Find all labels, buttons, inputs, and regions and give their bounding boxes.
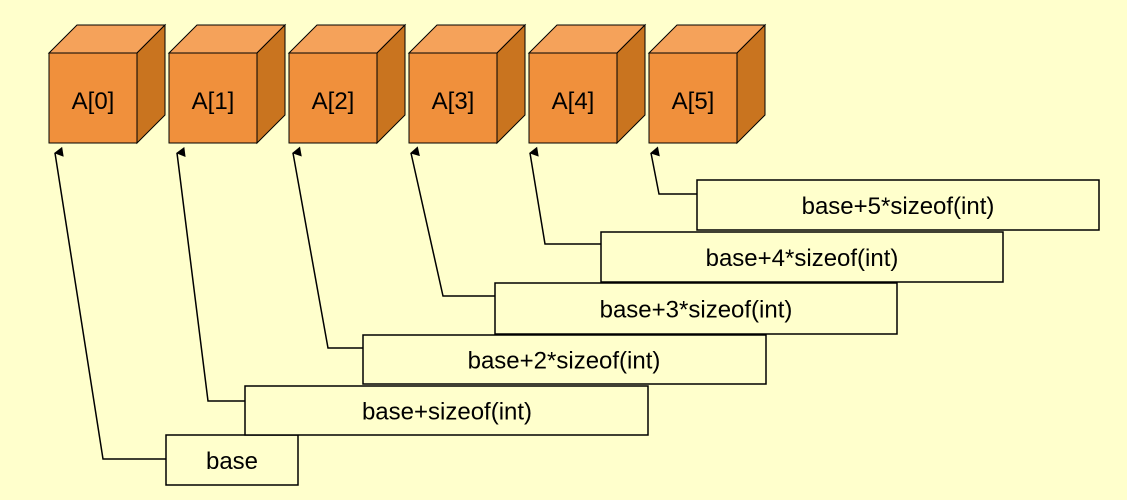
array-cell: A[4] bbox=[527, 23, 647, 145]
address-box-frame bbox=[165, 434, 299, 486]
array-element-label: A[5] bbox=[672, 88, 715, 115]
address-box-frame bbox=[244, 385, 649, 436]
address-expression-label: base+sizeof(int) bbox=[362, 399, 532, 426]
pointer-arrow bbox=[529, 146, 601, 245]
address-box: base+5*sizeof(int) bbox=[696, 179, 1100, 231]
array-cell: A[0] bbox=[47, 23, 167, 145]
cube-front-face bbox=[48, 52, 138, 144]
array-element-label: A[1] bbox=[192, 88, 235, 115]
cube-front-face bbox=[288, 52, 378, 144]
address-boxes: base base+sizeof(int) base+2*sizeof(int) ba… bbox=[165, 179, 1100, 486]
array-cell: A[2] bbox=[287, 23, 407, 145]
address-expression-label: base+5*sizeof(int) bbox=[802, 193, 995, 220]
array-cell: A[1] bbox=[167, 23, 287, 145]
address-box-frame bbox=[600, 231, 1004, 283]
address-box: base+3*sizeof(int) bbox=[494, 282, 898, 335]
pointer-arrow bbox=[54, 146, 166, 460]
pointer-arrow bbox=[176, 147, 245, 402]
array-element-label: A[2] bbox=[312, 88, 355, 115]
address-expression-label: base+2*sizeof(int) bbox=[468, 348, 661, 375]
array-cell: A[5] bbox=[647, 23, 767, 145]
pointer-arrow bbox=[410, 146, 495, 297]
address-expression-label: base+4*sizeof(int) bbox=[706, 245, 899, 272]
array-cells: A[0] A[1] A[2] A[3] A[4] A[5] bbox=[47, 23, 767, 145]
address-box: base bbox=[165, 434, 299, 486]
address-expression-label: base+3*sizeof(int) bbox=[600, 297, 793, 324]
array-element-label: A[3] bbox=[432, 88, 475, 115]
address-box-frame bbox=[696, 179, 1100, 231]
address-box-frame bbox=[362, 334, 767, 385]
cube-front-face bbox=[168, 52, 258, 144]
array-cell: A[3] bbox=[407, 23, 527, 145]
address-box: base+4*sizeof(int) bbox=[600, 231, 1004, 283]
pointer-arrows bbox=[54, 146, 697, 460]
array-element-label: A[4] bbox=[552, 88, 595, 115]
cube-front-face bbox=[408, 52, 498, 144]
cube-front-face bbox=[648, 52, 738, 144]
address-box: base+2*sizeof(int) bbox=[362, 334, 767, 385]
address-expression-label: base bbox=[206, 448, 258, 475]
pointer-arrow bbox=[650, 146, 697, 195]
address-box: base+sizeof(int) bbox=[244, 385, 649, 436]
pointer-arrow bbox=[292, 146, 363, 349]
cube-front-face bbox=[528, 52, 618, 144]
address-box-frame bbox=[494, 282, 898, 335]
array-element-label: A[0] bbox=[72, 88, 115, 115]
